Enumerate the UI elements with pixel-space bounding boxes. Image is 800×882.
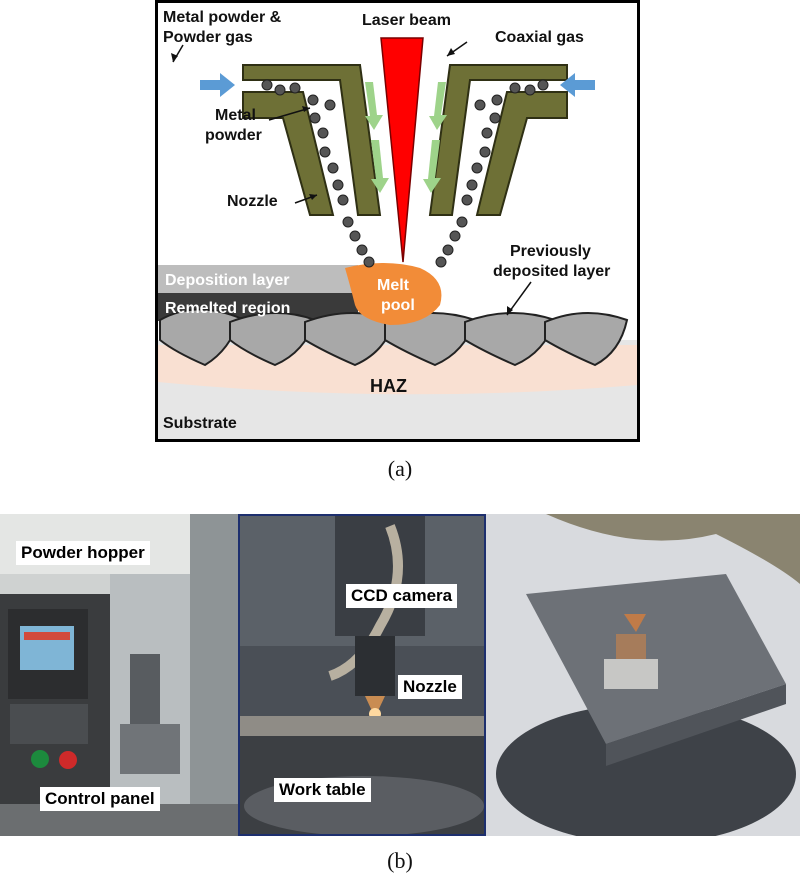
label-substrate: Substrate <box>163 415 237 432</box>
photo-ded-machine: Powder hopper Control panel <box>0 514 238 836</box>
deposit-bead <box>544 312 629 367</box>
callout-control-panel: Control panel <box>40 787 160 811</box>
label-haz: HAZ <box>370 376 407 396</box>
label-nozzle: Nozzle <box>227 193 278 210</box>
machine-illustration <box>0 514 238 836</box>
photo-deposited-part <box>486 514 800 836</box>
deposit-bead <box>159 308 242 367</box>
label-metal-powder-1: Metal <box>215 107 256 124</box>
ded-process-schematic: Metal powder & Powder gas Laser beam Coa… <box>155 0 640 442</box>
callout-ccd-camera: CCD camera <box>346 584 458 608</box>
coaxial-gas-arrows <box>365 82 447 193</box>
label-metal-powder-gas-2: Powder gas <box>163 29 253 46</box>
callout-nozzle: Nozzle <box>398 675 462 699</box>
label-previously-2: deposited layer <box>493 263 610 280</box>
previously-deposited-beads <box>159 308 629 367</box>
label-remelted-region: Remelted region <box>165 300 290 317</box>
label-melt-pool-1: Melt <box>377 277 410 294</box>
label-melt-pool-2: pool <box>381 297 415 314</box>
metal-powder-particles <box>261 79 549 268</box>
label-laser-beam: Laser beam <box>362 12 451 29</box>
nozzle-left <box>242 64 382 216</box>
caption-a: (a) <box>387 456 413 481</box>
label-coaxial-gas: Coaxial gas <box>495 29 584 46</box>
leader-arrowheads <box>171 48 513 315</box>
laser-beam <box>380 37 424 263</box>
callout-powder-hopper: Powder hopper <box>16 541 150 565</box>
powder-gas-arrows <box>200 73 595 97</box>
deposition-layer-band <box>158 265 358 293</box>
label-previously-1: Previously <box>510 243 591 260</box>
melt-pool <box>345 263 442 325</box>
label-metal-powder-2: powder <box>205 127 262 144</box>
label-deposition-layer: Deposition layer <box>165 272 289 289</box>
part-illustration <box>486 514 800 836</box>
caption-b: (b) <box>387 848 413 873</box>
photo-nozzle-closeup: CCD camera Nozzle Work table <box>238 514 486 836</box>
deposit-bead <box>304 312 397 367</box>
label-metal-powder-gas-1: Metal powder & <box>163 9 282 26</box>
callout-work-table: Work table <box>274 778 371 802</box>
deposit-bead <box>229 312 317 367</box>
